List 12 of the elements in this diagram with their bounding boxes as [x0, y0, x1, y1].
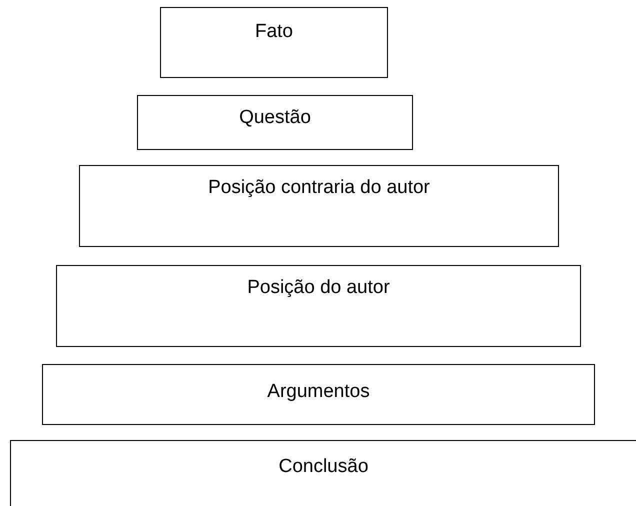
text-box — [79, 165, 559, 247]
text-box — [137, 95, 413, 150]
text-box — [56, 265, 581, 347]
text-box — [160, 7, 388, 78]
text-box — [10, 440, 636, 506]
box-label: Posição do autor — [247, 276, 390, 300]
box-label: Conclusão — [278, 455, 368, 479]
box-label: Argumentos — [267, 380, 370, 404]
box-label: Questão — [239, 106, 311, 130]
box-label: Posição contraria do autor — [208, 176, 430, 200]
box-label: Fato — [254, 20, 294, 44]
text-box — [42, 364, 595, 425]
